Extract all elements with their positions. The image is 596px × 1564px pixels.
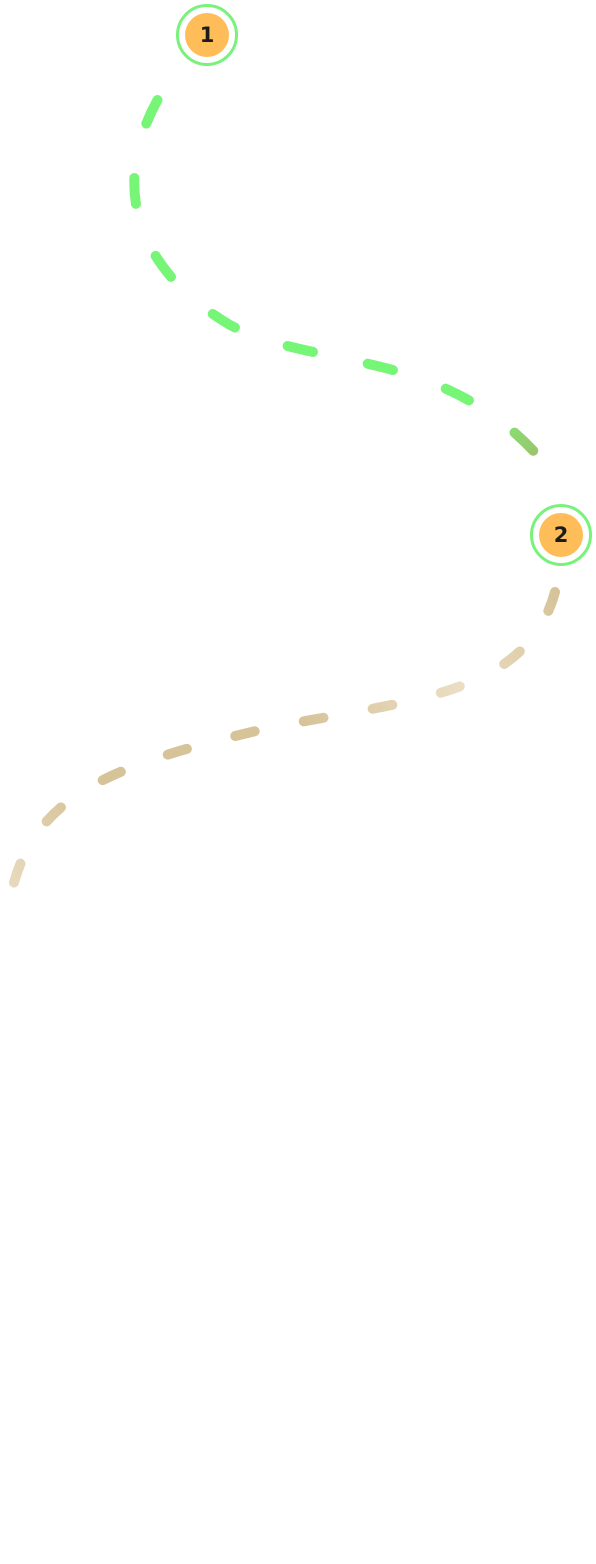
path-segment-upcoming <box>2 587 560 925</box>
step-marker-2[interactable]: 2 <box>530 504 592 566</box>
step-number-2: 2 <box>539 513 583 557</box>
step-marker-1[interactable]: 1 <box>176 4 238 66</box>
path-segment-completed <box>129 30 555 475</box>
path-upcoming-dashes <box>2 587 560 925</box>
path-completed-dashes <box>129 30 555 475</box>
step-number-1: 1 <box>185 13 229 57</box>
